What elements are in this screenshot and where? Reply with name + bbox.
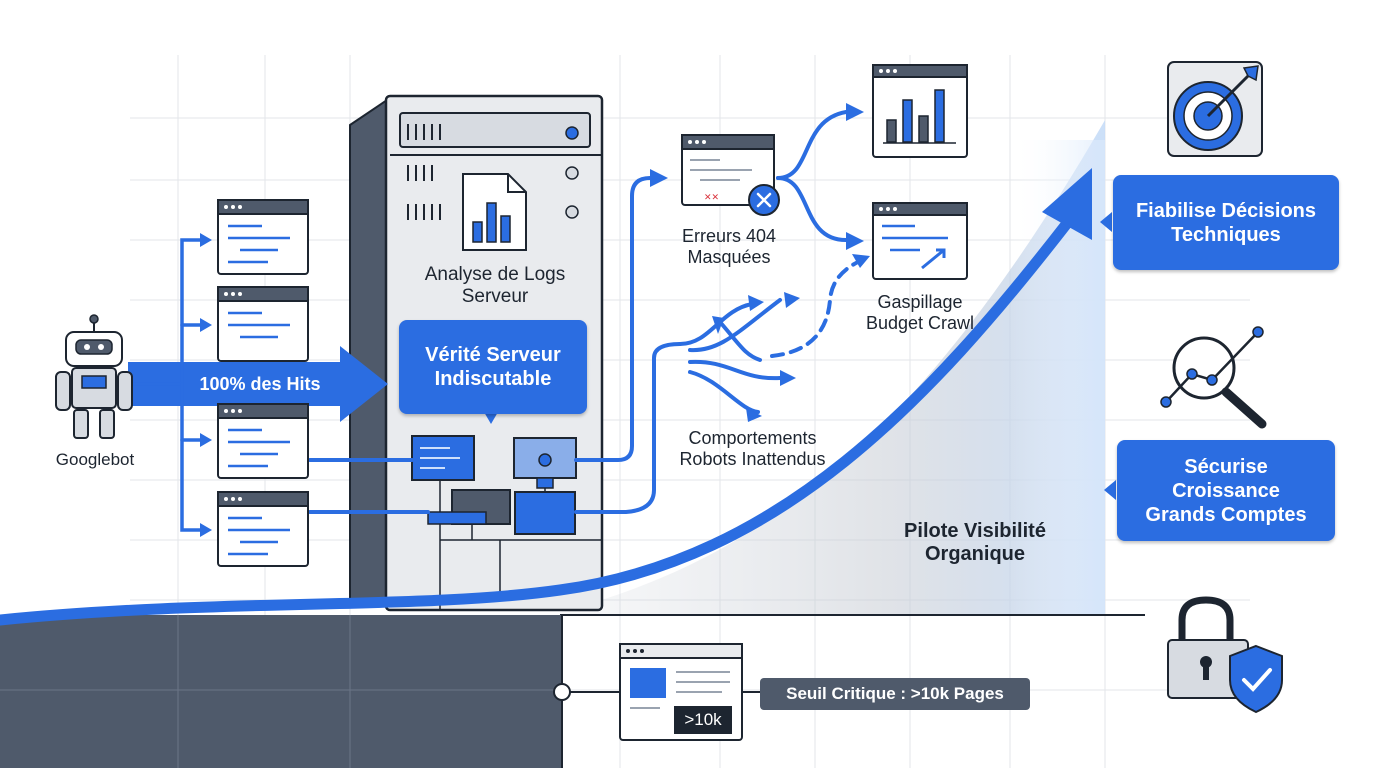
visibility-line1: Pilote Visibilité (904, 520, 1046, 542)
growth-arrowhead (1042, 168, 1092, 240)
waste-label: Gaspillage Budget Crawl (840, 292, 1000, 333)
log-window-icon (217, 403, 309, 479)
log-window-icon (217, 286, 309, 362)
decisions-line2: Techniques (1171, 223, 1281, 246)
code-window-icon (872, 202, 968, 280)
svg-text:✕✕: ✕✕ (704, 192, 719, 202)
growth-line2: Croissance (1172, 479, 1280, 502)
magnifier-chart-icon (1160, 326, 1267, 429)
robot-icon (55, 314, 133, 439)
error-window-icon: ✕✕ (681, 134, 775, 206)
growth-line1: Sécurise (1184, 455, 1268, 478)
server-title: Analyse de Logs Serveur (395, 264, 595, 308)
bar-chart-window-icon (872, 64, 968, 158)
googlebot-label: Googlebot (55, 450, 135, 469)
lock-icon (1167, 596, 1249, 699)
server-title-line2: Serveur (461, 285, 529, 307)
truth-line1: Vérité Serveur (425, 344, 561, 366)
fanout-arrows (126, 238, 202, 532)
server-title-line1: Analyse de Logs (424, 264, 566, 285)
visibility-label: Pilote Visibilité Organique (880, 520, 1070, 566)
hits-label: 100% des Hits (199, 374, 321, 394)
behaviors-label: Comportements Robots Inattendus (650, 428, 855, 469)
visibility-line2: Organique (924, 543, 1025, 565)
threshold-label: Seuil Critique : >10k Pages (760, 678, 1030, 710)
decisions-line1: Fiabilise Décisions (1135, 199, 1317, 222)
truth-box: Vérité Serveur Indiscutable (399, 320, 587, 414)
target-icon (1167, 61, 1263, 157)
decisions-box: Fiabilise Décisions Techniques (1113, 175, 1339, 270)
errors-line2: Masquées (687, 246, 771, 267)
waste-line2: Budget Crawl (865, 312, 975, 333)
document-chart-icon (462, 173, 527, 251)
threshold-badge: >10k (674, 706, 732, 734)
truth-line2: Indiscutable (434, 368, 552, 390)
behaviors-line2: Robots Inattendus (679, 448, 826, 469)
errors-line1: Erreurs 404 (681, 226, 777, 246)
shield-check-icon (1229, 644, 1283, 714)
dark-foundation (0, 615, 562, 768)
growth-area (560, 120, 1105, 615)
growth-curve (0, 216, 1074, 626)
hits-arrow (128, 346, 388, 422)
output-arrows (574, 110, 848, 514)
close-icon (748, 184, 780, 216)
log-window-icon (217, 491, 309, 567)
growth-line3: Grands Comptes (1145, 503, 1307, 526)
errors-label: Erreurs 404 Masquées (650, 226, 808, 267)
log-window-icon (217, 199, 309, 275)
growth-box: Sécurise Croissance Grands Comptes (1117, 440, 1335, 541)
waste-line1: Gaspillage (877, 292, 963, 312)
behaviors-line1: Comportements (688, 428, 817, 448)
